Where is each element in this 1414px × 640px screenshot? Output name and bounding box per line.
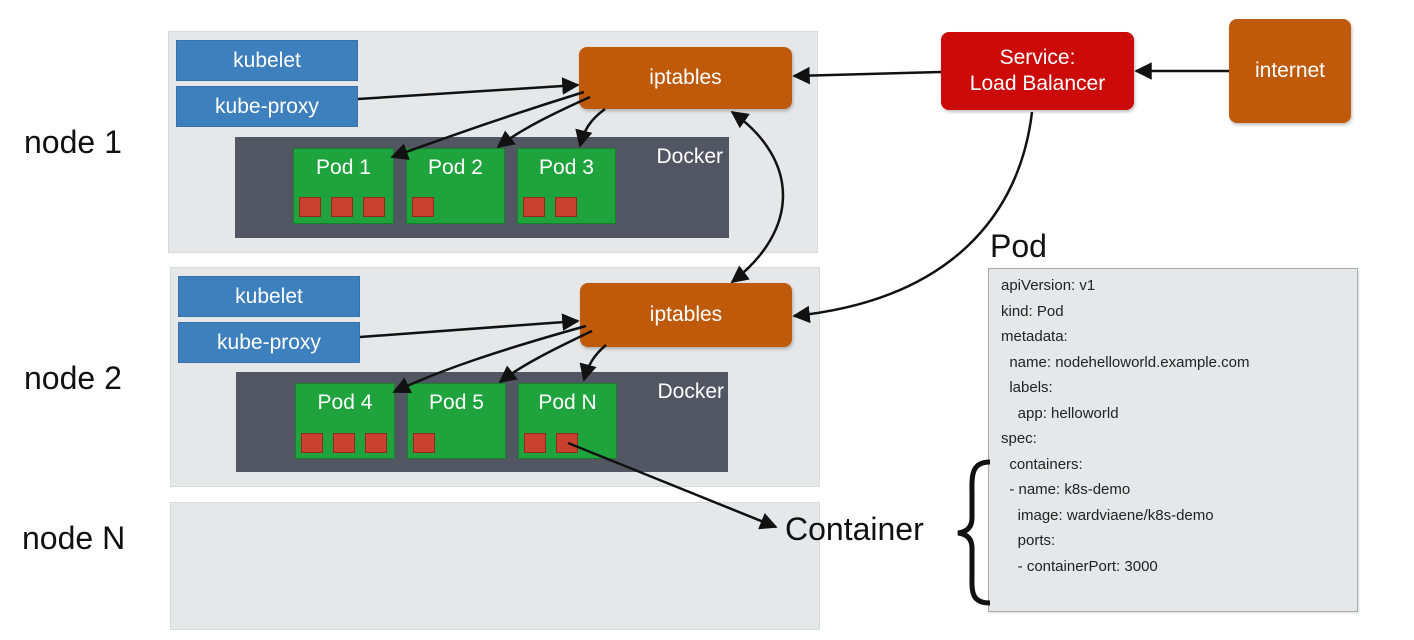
pod-spec-panel: apiVersion: v1 kind: Pod metadata: name:… (988, 268, 1358, 612)
service-load-balancer-box: Service: Load Balancer (941, 32, 1134, 110)
yaml-line: - name: k8s-demo (1001, 481, 1131, 498)
node-n-panel (170, 502, 820, 630)
yaml-line: ports: (1001, 532, 1056, 549)
container-icon (299, 197, 321, 217)
internet-box: internet (1229, 19, 1351, 123)
kube-proxy-box-node-1: kube-proxy (176, 86, 358, 127)
docker-label: Docker (657, 380, 724, 403)
pod-label: Pod 3 (539, 156, 594, 179)
yaml-line: image: wardviaene/k8s-demo (1001, 506, 1214, 524)
container-icon (363, 197, 385, 217)
pod-label: Pod N (538, 391, 597, 414)
service-label: Service: (999, 46, 1076, 69)
iptables-box-node-2: iptables (580, 283, 792, 347)
container-icon (412, 197, 434, 217)
pod-n: Pod N (518, 383, 617, 459)
kubelet-box-node-1: kubelet (176, 40, 358, 81)
container-icon (523, 197, 545, 217)
yaml-line: metadata: (1001, 328, 1068, 345)
yaml-line: containers: (1001, 455, 1083, 473)
kubelet-box-node-2: kubelet (178, 276, 360, 317)
container-icon (365, 433, 387, 453)
load-balancer-label: Load Balancer (969, 72, 1106, 95)
yaml-line: apiVersion: v1 (1001, 277, 1096, 294)
node-2-label: node 2 (24, 360, 122, 396)
docker-label: Docker (656, 145, 723, 168)
container-icon (556, 433, 578, 453)
curly-brace (957, 459, 991, 606)
yaml-line: spec: (1001, 430, 1037, 447)
pod-2: Pod 2 (406, 148, 505, 224)
pod-spec-title: Pod (990, 228, 1047, 264)
pod-1: Pod 1 (293, 148, 394, 224)
yaml-line: - containerPort: 3000 (1001, 557, 1158, 575)
container-icon (413, 433, 435, 453)
container-icon (333, 433, 355, 453)
pod-label: Pod 2 (428, 156, 483, 179)
pod-3: Pod 3 (517, 148, 616, 224)
pod-label: Pod 5 (429, 391, 484, 414)
node-n-label: node N (22, 520, 126, 556)
container-icon (555, 197, 577, 217)
container-label: Container (785, 511, 924, 547)
pod-5: Pod 5 (407, 383, 506, 459)
container-icon (524, 433, 546, 453)
yaml-line: name: nodehelloworld.example.com (1001, 353, 1250, 371)
node-1-label: node 1 (24, 124, 122, 160)
iptables-box-node-1: iptables (579, 47, 792, 109)
yaml-line: kind: Pod (1001, 302, 1064, 320)
yaml-line: labels: (1001, 379, 1053, 396)
container-icon (301, 433, 323, 453)
pod-label: Pod 4 (317, 391, 373, 414)
container-icon (331, 197, 353, 217)
pod-4: Pod 4 (295, 383, 395, 459)
yaml-line: app: helloworld (1001, 404, 1119, 422)
pod-label: Pod 1 (316, 156, 371, 179)
kube-proxy-box-node-2: kube-proxy (178, 322, 360, 363)
